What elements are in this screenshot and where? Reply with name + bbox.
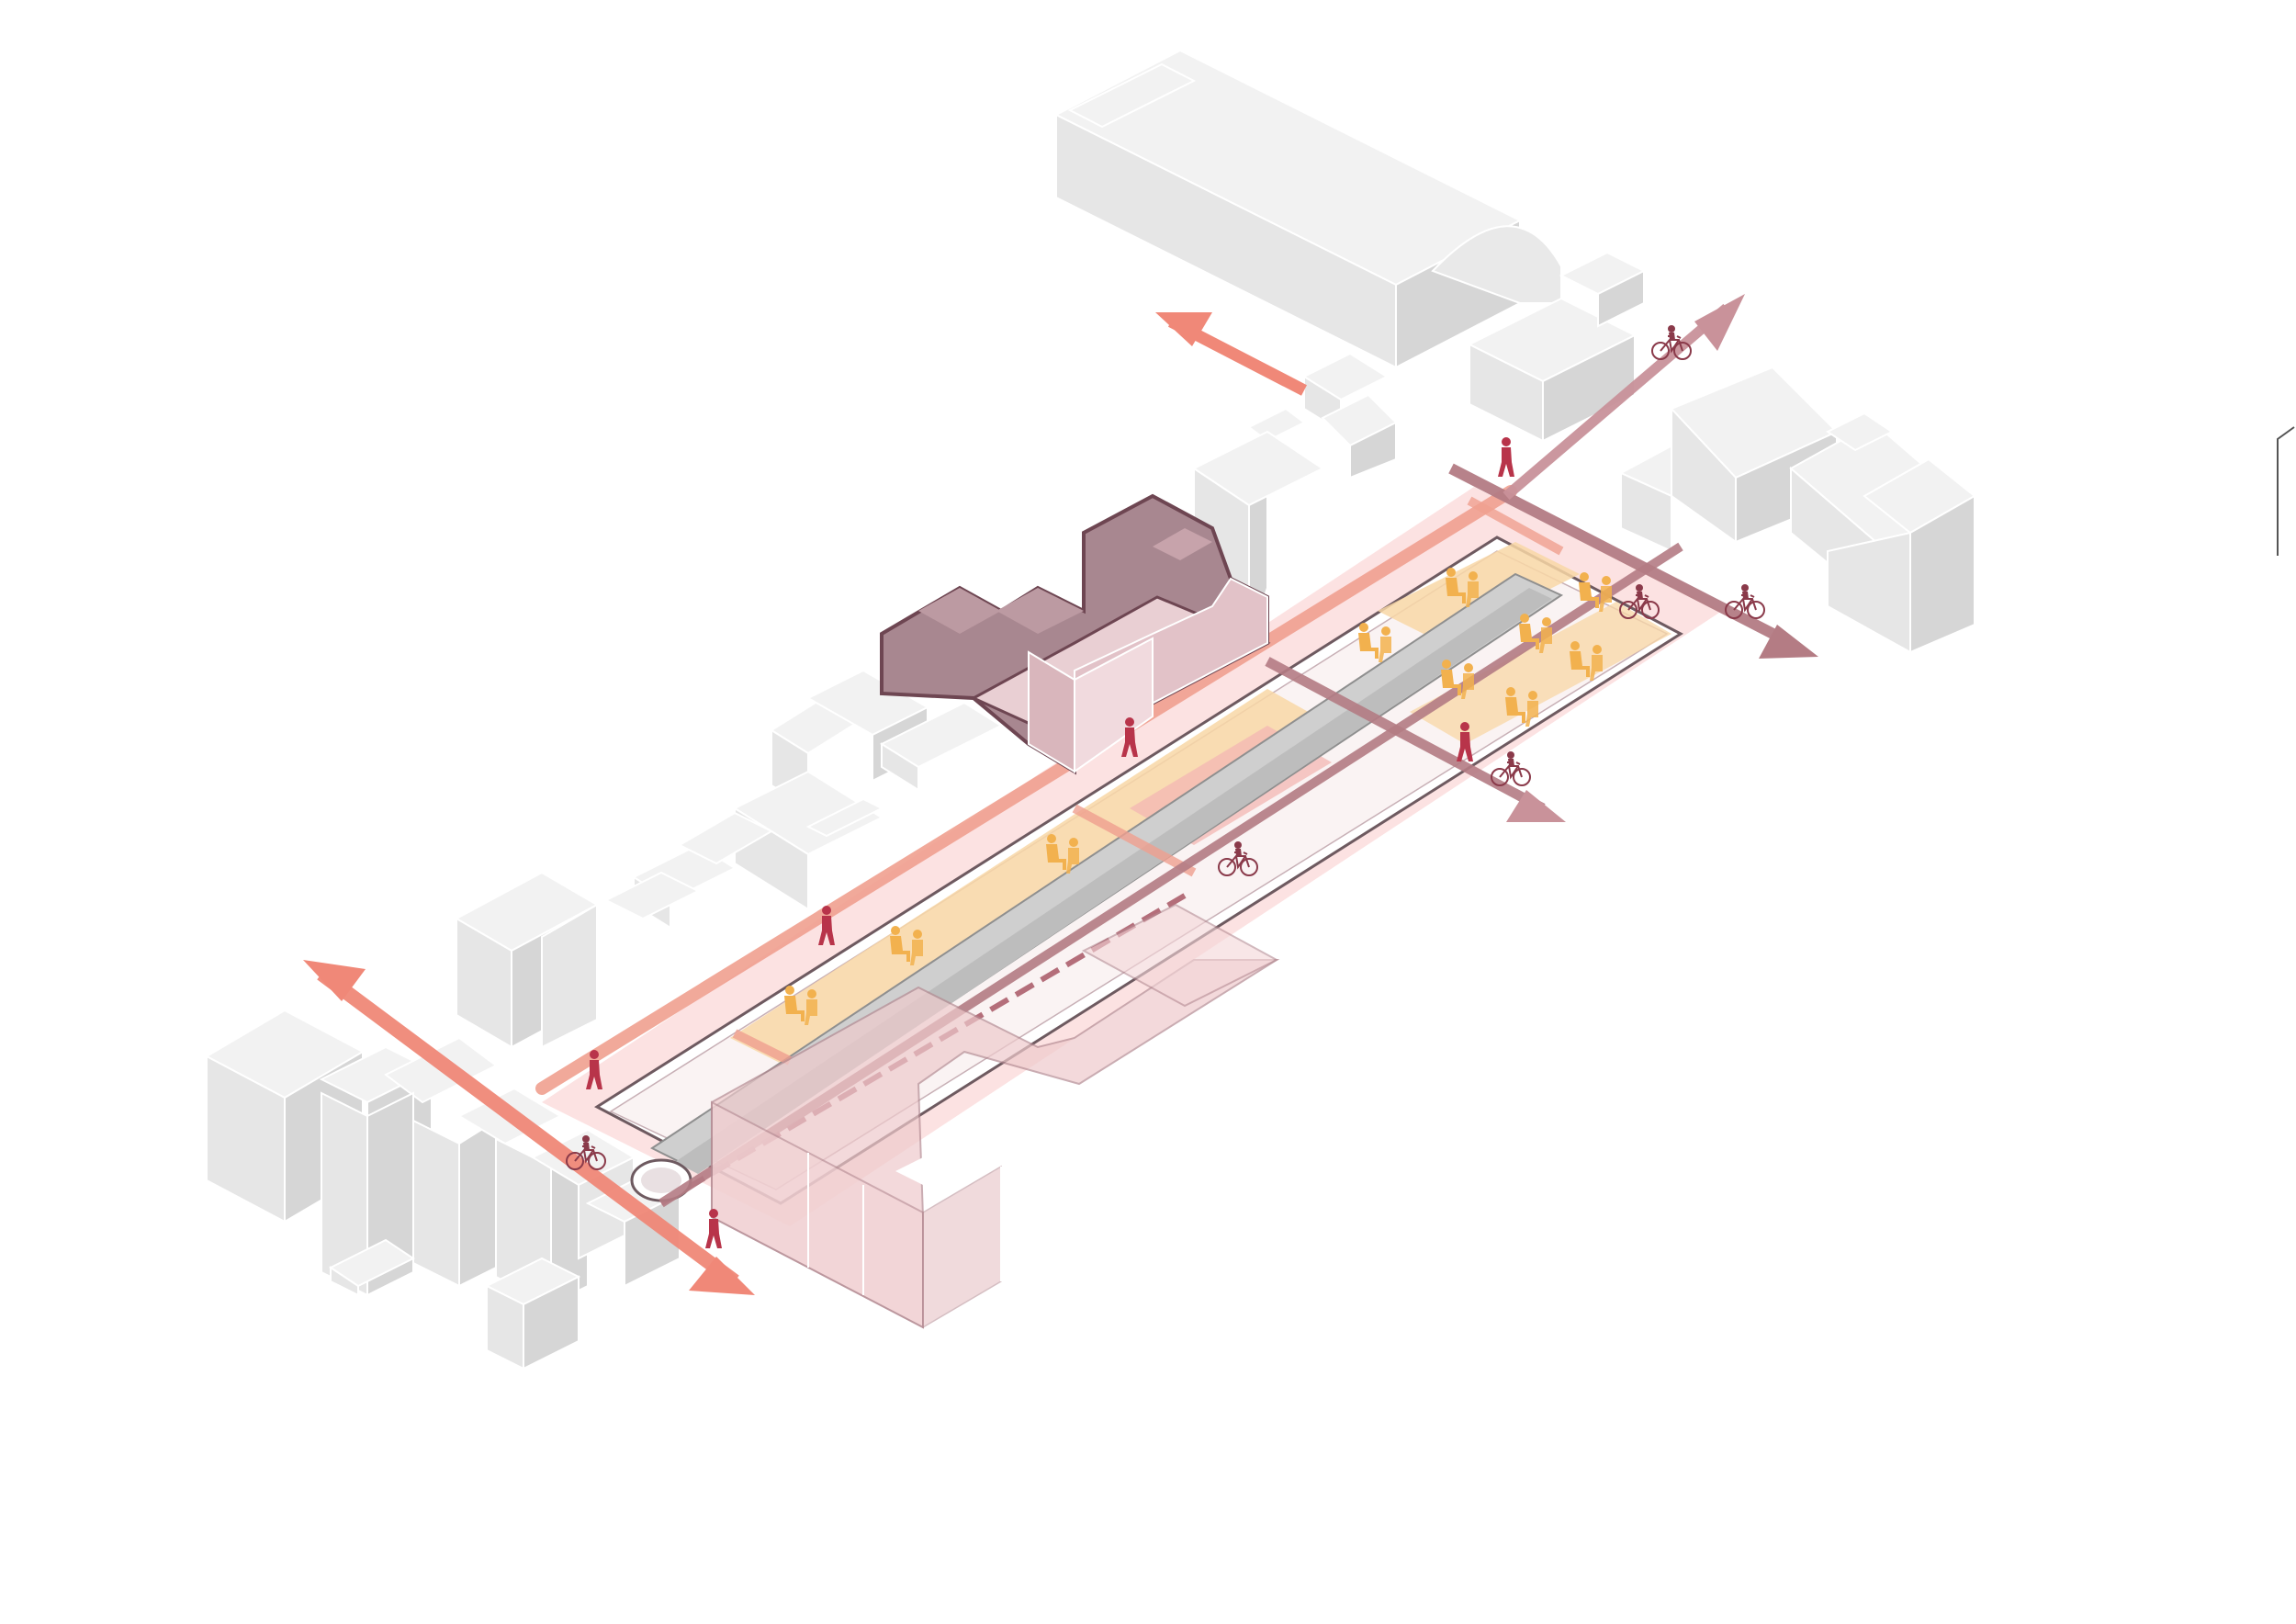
direction-arrow-icon [1759, 625, 1818, 659]
seating-zone-east [1378, 542, 1580, 643]
frame-edge-mark [2277, 426, 2295, 556]
pedestrian-route-west-cross [317, 967, 739, 1288]
seating-zone-south-east [1410, 602, 1671, 744]
cycle-route-middle-cross [1265, 657, 1546, 813]
direction-arrow-icon [1694, 294, 1745, 351]
direction-arrow-icon [1155, 312, 1212, 346]
direction-arrow-icon [303, 960, 366, 1001]
direction-arrow-icon [1506, 790, 1566, 822]
pedestrian-route-north-edge [535, 485, 1517, 1095]
walking-person-icon [1498, 437, 1514, 477]
translucent-volume [711, 903, 1280, 1329]
cycle-route-north-east [1503, 303, 1730, 501]
pedestrian-routes [303, 312, 1564, 1295]
context-building-west-tower [454, 871, 600, 1049]
context-building-east-cluster [1618, 366, 1976, 654]
context-building-north-hall [1053, 49, 1647, 443]
direction-arrow-icon [689, 1257, 755, 1295]
highlighted-building [880, 493, 1271, 775]
context-building-west-row [603, 669, 1004, 930]
